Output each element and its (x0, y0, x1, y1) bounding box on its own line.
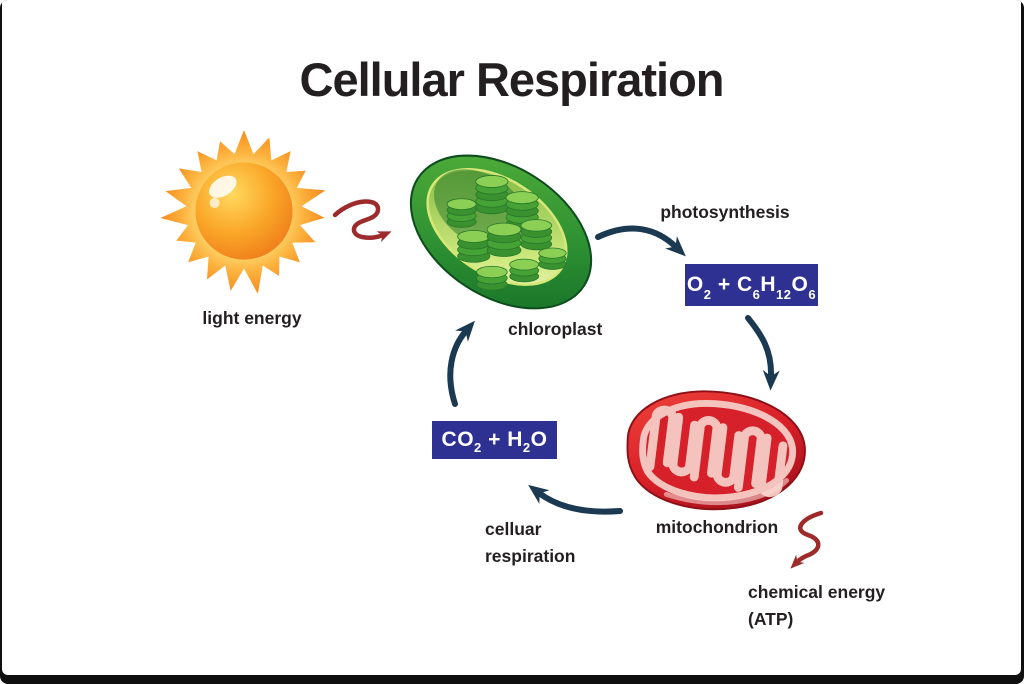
arrow-light-to-chloroplast (332, 199, 392, 243)
chloroplast-grana-stacks (446, 175, 567, 291)
mitochondrion-icon (626, 390, 806, 511)
granum-disc (486, 222, 522, 237)
formula-sub: 2 (474, 440, 482, 455)
formula-part: H (507, 428, 523, 451)
chemical-energy-label: chemical energy (ATP) (748, 579, 885, 633)
formula-part: O (530, 428, 548, 451)
sun-highlight (209, 175, 237, 198)
crista-fold (645, 405, 678, 472)
chemical-energy-line: chemical energy (748, 582, 886, 602)
mitochondrion-label: mitochondrion (655, 517, 779, 537)
cellular-respiration-line1: celluar (485, 519, 542, 539)
photosynthesis-label: photosynthesis (660, 202, 790, 222)
chloroplast-illustration (395, 143, 607, 325)
formula-part: H (760, 273, 777, 296)
sun-icon (160, 130, 326, 294)
atp-line: (ATP) (748, 609, 794, 630)
formula-sub: 12 (776, 287, 792, 302)
formula-sub: 2 (522, 440, 531, 455)
crista-fold (668, 412, 700, 477)
sun-highlight-dot (209, 197, 220, 208)
granum-disc (446, 198, 477, 211)
arrow-co2-to-chloroplast (447, 320, 475, 407)
granum-disc (520, 219, 553, 232)
formula-sub: 2 (703, 287, 712, 302)
granum-disc (538, 247, 567, 259)
cellular-respiration-label: celluar respiration (485, 516, 575, 570)
light-energy-label: light energy (202, 308, 302, 328)
cellular-respiration-line2: respiration (485, 546, 576, 567)
formula-part: + (711, 273, 737, 296)
arrow-o2-to-mitochondrion (745, 315, 780, 391)
arrow-mitochondrion-to-co2 (528, 484, 623, 515)
formula-sub: 6 (808, 287, 817, 302)
mitochondrion-body (626, 390, 806, 511)
formula-part: C (736, 273, 753, 296)
mitochondrion-illustration (613, 377, 819, 527)
granum-disc (457, 230, 491, 243)
formula-part: O (791, 273, 809, 296)
granum-disc (476, 265, 508, 279)
arrow-photosynthesis (595, 225, 686, 257)
crista-fold (733, 426, 766, 492)
sun-core (195, 162, 293, 260)
formula-part: O (686, 273, 704, 296)
chloroplast-icon (409, 154, 593, 310)
formula-part: + (481, 428, 508, 451)
page-title: Cellular Respiration (299, 53, 725, 106)
sun-illustration (158, 124, 330, 296)
formula-part: CO (441, 428, 475, 451)
crista-fold (689, 416, 722, 482)
granum-disc (509, 258, 540, 271)
granum-disc (505, 191, 539, 205)
chloroplast-label: chloroplast (508, 319, 603, 339)
granum-disc (475, 175, 509, 188)
formula-sub: 6 (752, 287, 761, 302)
mitochondrion-sheen (663, 477, 790, 506)
crista-fold (712, 423, 744, 487)
